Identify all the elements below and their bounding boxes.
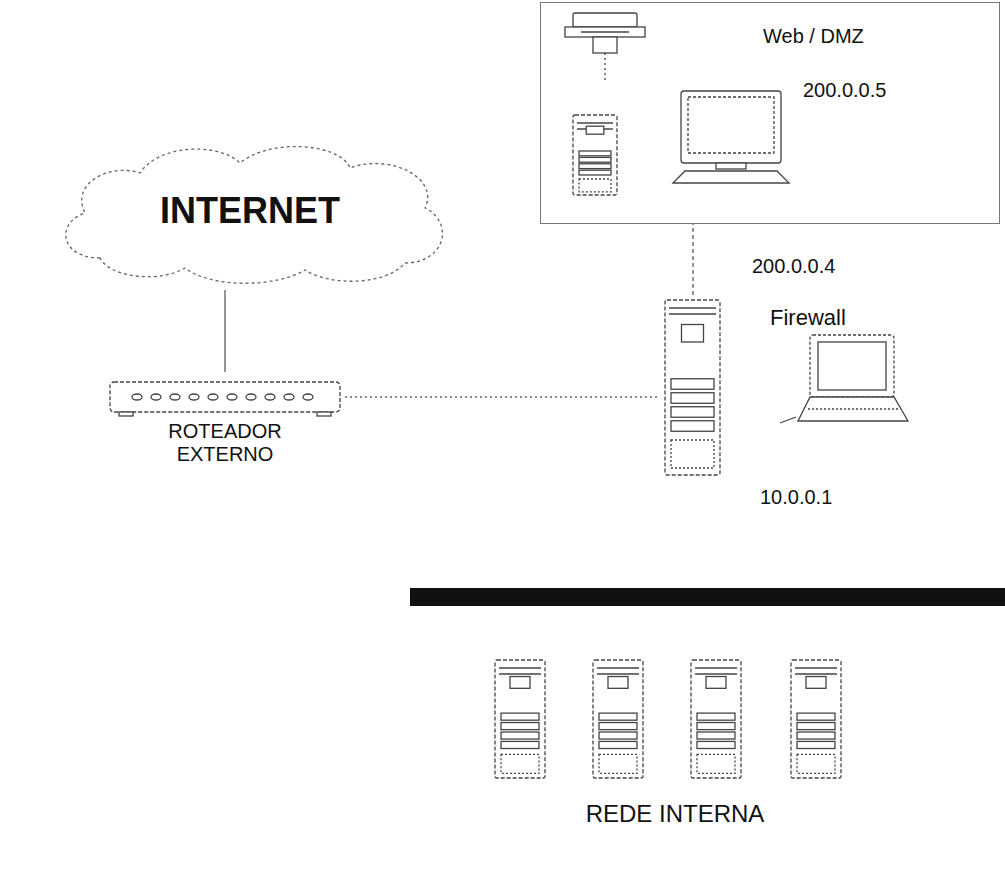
cloud-label: INTERNET [40,190,460,231]
internet-cloud: INTERNET [40,138,464,290]
network-link [224,290,225,372]
dmz-zone: Web / DMZ 200.0.0.5 [540,2,1000,224]
ip-address: 10.0.0.1 [760,486,832,509]
ip-address: 200.0.0.4 [752,255,835,278]
device-label: ROTEADOR EXTERNO [150,420,300,466]
firewall-host: Firewall [660,295,915,480]
router-device: ROTEADOR EXTERNO [105,372,345,477]
internal-network: REDE INTERNA [480,652,874,852]
network-link [692,224,693,295]
network-label: REDE INTERNA [480,800,870,828]
device-label: Firewall [770,305,846,330]
ip-address: 200.0.0.5 [803,79,886,102]
zone-title: Web / DMZ [763,25,864,48]
network-link [345,396,660,397]
lan-bar [410,588,1005,606]
